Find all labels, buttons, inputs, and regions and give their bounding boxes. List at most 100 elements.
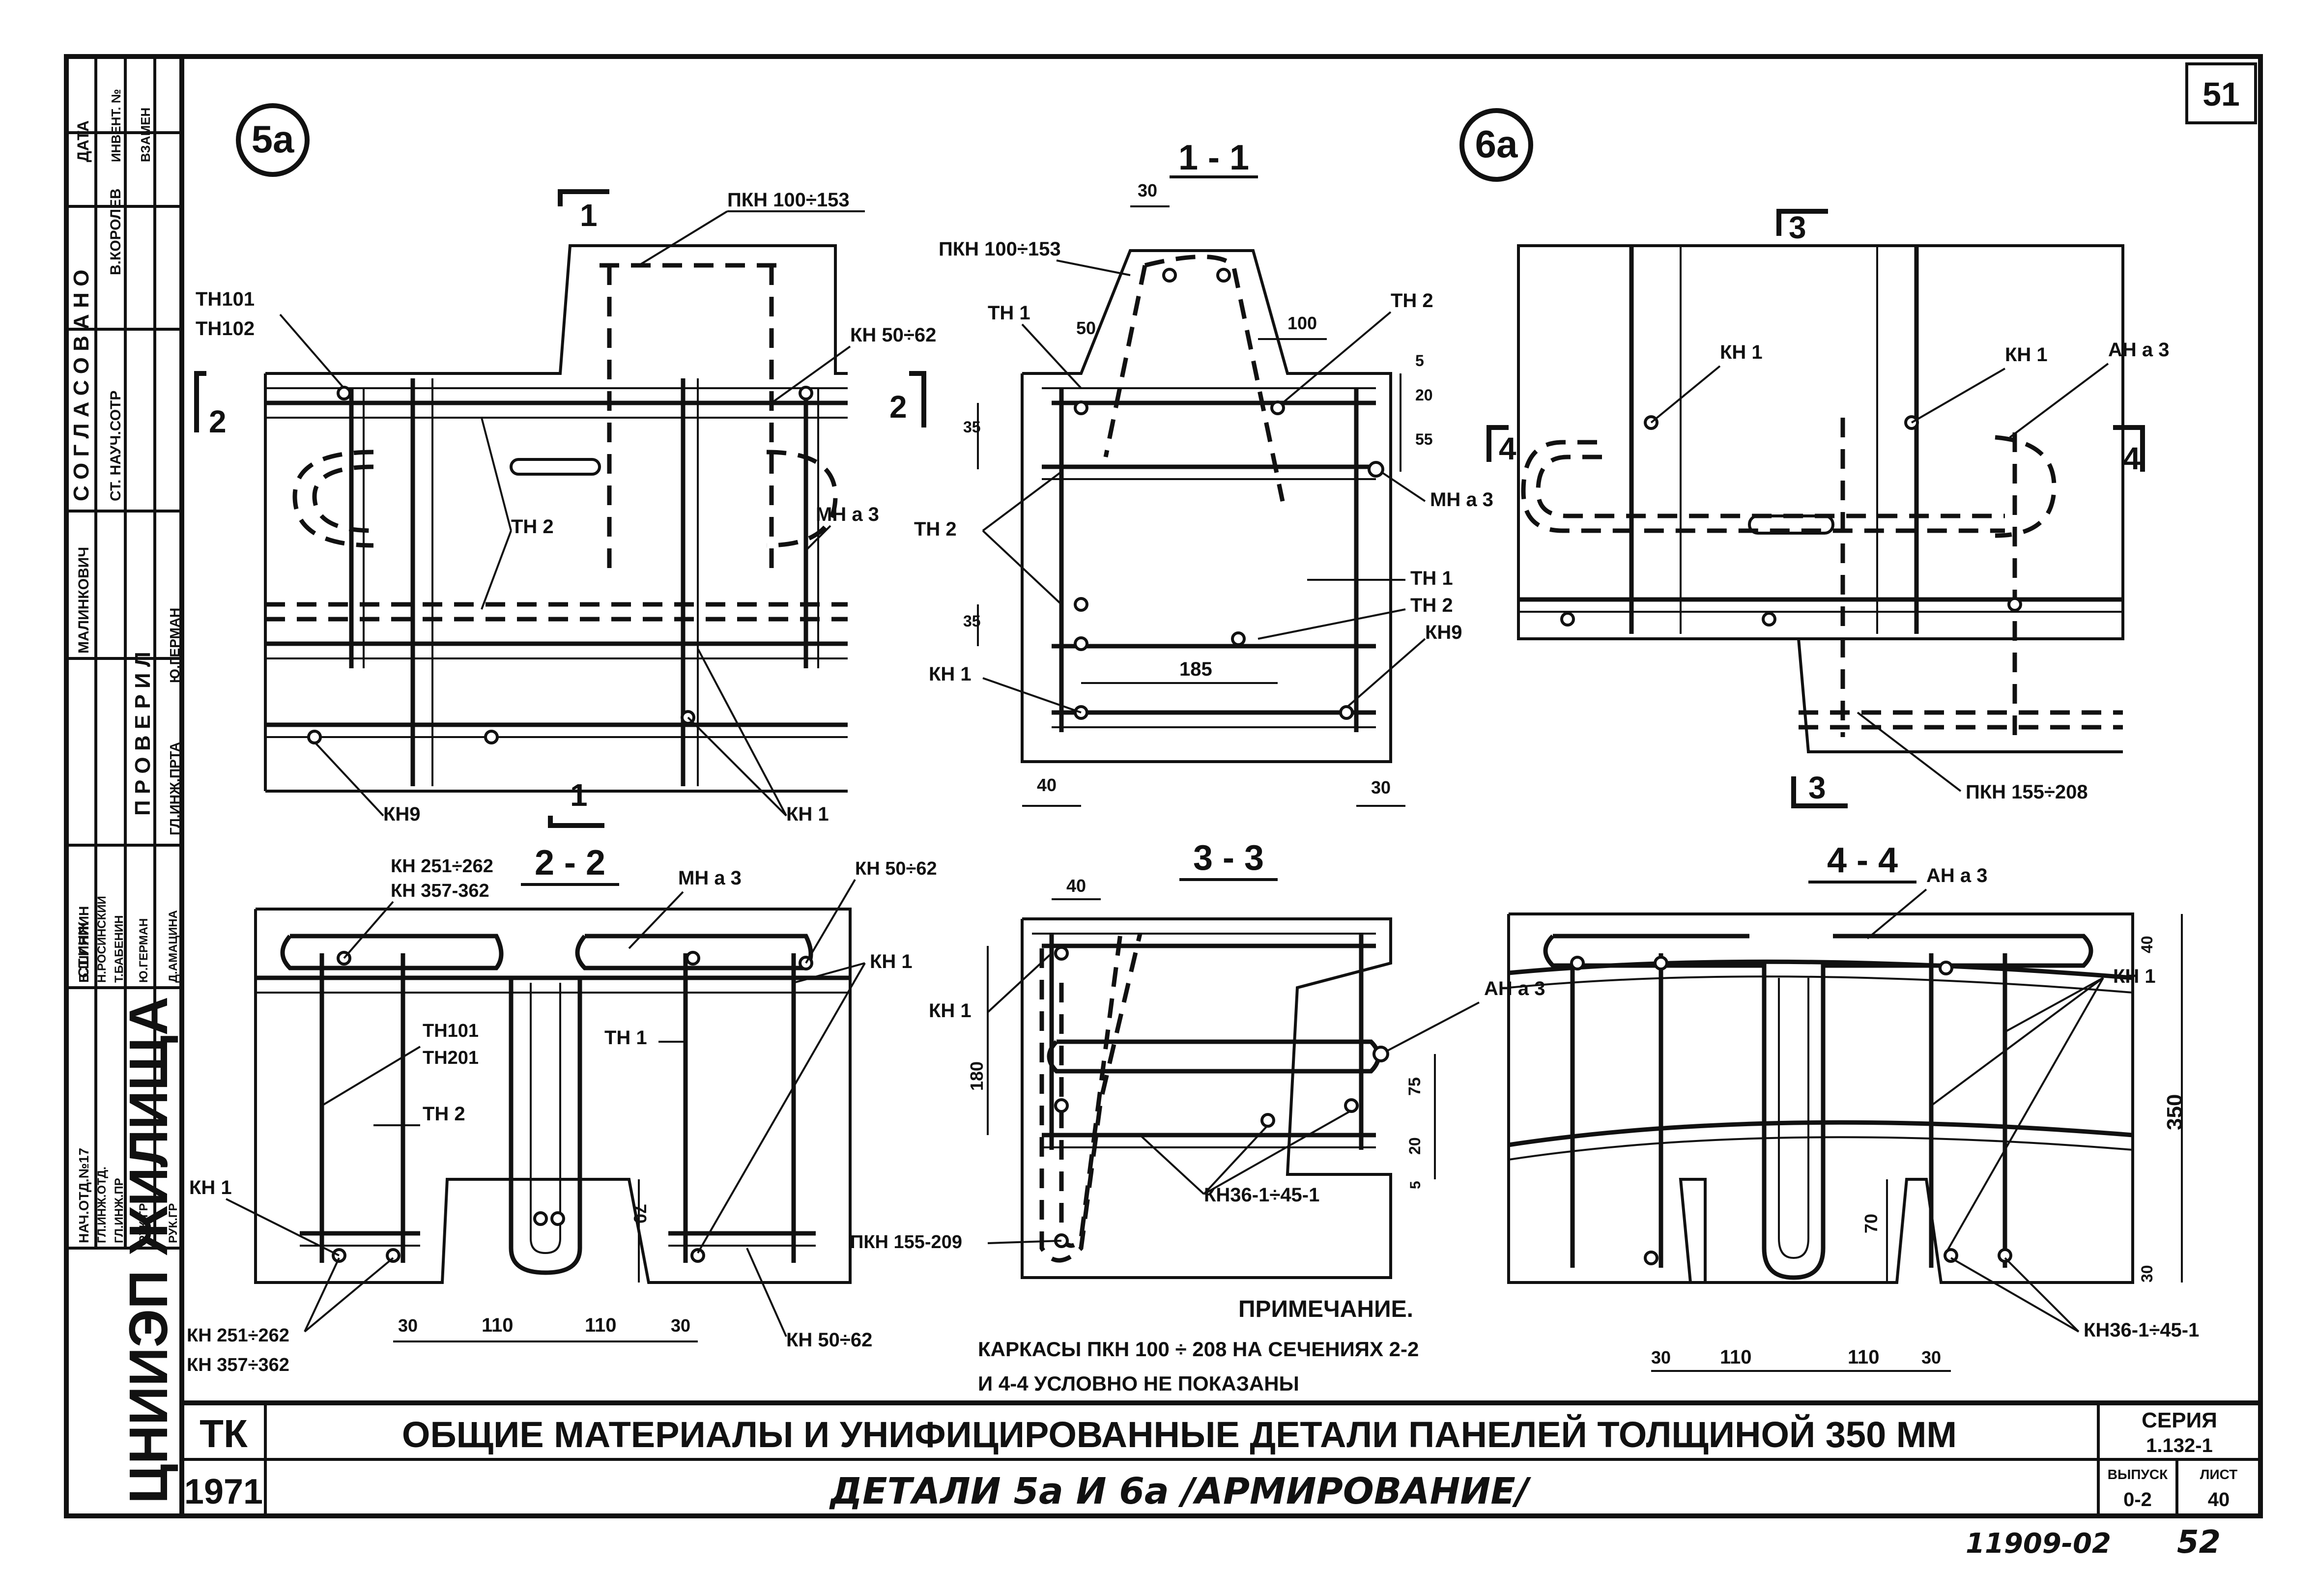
stamp-staff-2-role: ГЛ.ИНЖ.ПР	[113, 1178, 126, 1243]
note-line1: КАРКАСЫ ПКН 100 ÷ 208 НА СЕЧЕНИЯХ 2-2	[978, 1338, 1419, 1361]
title-main: ОБЩИЕ МАТЕРИАЛЫ И УНИФИЦИРОВАННЫЕ ДЕТАЛИ…	[402, 1414, 1957, 1455]
archive-number: 11909-02	[1966, 1528, 2111, 1560]
stamp-staff-4-name: Д.АМАЦИНА	[167, 910, 180, 983]
label-ana3-44: АН а 3	[1926, 865, 1988, 886]
label-th2-11-right: ТН 2	[1410, 595, 1453, 616]
note-line2: И 4-4 УСЛОВНО НЕ ПОКАЗАНЫ	[978, 1372, 1299, 1395]
sheet-number: 51	[2202, 76, 2240, 113]
dim-4-4-350: 350	[2163, 1094, 2187, 1130]
label-th101: ТН101	[196, 288, 255, 310]
dim-2-2-110a: 110	[482, 1314, 514, 1336]
list-label: ЛИСТ	[2200, 1467, 2237, 1482]
stamp-staff-4-role: РУК.ГР	[167, 1203, 180, 1243]
detail-mark-6a	[1459, 108, 1533, 182]
cut-4-left: 4	[1499, 431, 1516, 466]
label-kn1-22-left: КН 1	[189, 1177, 232, 1198]
label-th2-11-left: ТН 2	[914, 518, 957, 540]
label-pkn155-208: ПКН 155÷208	[1966, 781, 2088, 803]
label-kn1-33: КН 1	[929, 1000, 972, 1022]
label-pkn155-209: ПКН 155-209	[850, 1232, 962, 1253]
dim-1-1-40: 40	[1037, 775, 1057, 795]
cut-3-bottom: 3	[1808, 770, 1826, 805]
label-kn1-22-right: КН 1	[870, 951, 913, 972]
stamp-organization: ЦНИИЭП ЖИЛИЩА	[118, 997, 179, 1504]
section-3-3: 3 - 3 40 180 75 20 5 КН 1 АН а 3 КН36-1÷…	[850, 838, 1545, 1279]
stamp-staff-0-name: Б.ШЛЯПИН	[76, 906, 91, 983]
label-th1-22: ТН 1	[604, 1027, 647, 1049]
stamp-staff-3-role: РУК.ГР	[137, 1203, 150, 1243]
stamp-staff-5-role: СТ.ИНЖ	[76, 921, 92, 978]
dim-1-1-30: 30	[1138, 180, 1157, 200]
detail-6a-plan: 3 3 4 4 КН 1 КН 1 АН а 3 ПКН 155÷208	[1487, 209, 2170, 808]
label-kn1-44: КН 1	[2113, 966, 2156, 987]
sheet-frame	[64, 54, 2263, 1518]
detail-5a-plan: 1 1 2 2 ПКН 100÷153 ТН101 ТН102 КН 50÷62…	[194, 189, 936, 828]
dim-2-2-30b: 30	[671, 1315, 690, 1336]
vypusk-value: 0-2	[2123, 1489, 2152, 1510]
list-value: 40	[2208, 1489, 2230, 1510]
note-block: ПРИМЕЧАНИЕ. КАРКАСЫ ПКН 100 ÷ 208 НА СЕЧ…	[978, 1296, 1419, 1395]
dim-3-3-180: 180	[967, 1061, 987, 1091]
label-kn357-362-bottom: КН 357÷362	[187, 1355, 289, 1375]
stamp-staff-3-name: Ю.ГЕРМАН	[137, 918, 150, 983]
detail-mark-6a-text: 6a	[1475, 122, 1518, 166]
title-sub: ДЕТАЛИ 5а И 6а /АРМИРОВАНИЕ/	[829, 1470, 1532, 1512]
label-kn1-6a-right: КН 1	[2005, 344, 2048, 366]
dim-1-1-50: 50	[1076, 318, 1096, 338]
stamp-proveril: П Р О В Е Р И Л	[131, 652, 155, 816]
dim-3-3-20: 20	[1406, 1137, 1424, 1155]
label-mna3-22: МН а 3	[678, 867, 742, 889]
series-value: 1.132-1	[2146, 1435, 2213, 1456]
sheet-number-box	[2185, 62, 2257, 124]
stamp-staff-1-role: ГЛ.ИНЖ.ОТД.	[95, 1167, 109, 1243]
dim-2-2-30a: 30	[398, 1315, 418, 1336]
dim-3-3-40: 40	[1066, 876, 1086, 896]
dim-4-4-110a: 110	[1720, 1346, 1752, 1368]
detail-mark-5a-text: 5a	[252, 117, 294, 161]
label-mna3-5a: МН а 3	[816, 504, 879, 525]
dim-4-4-40: 40	[2138, 936, 2156, 953]
label-kn9-5a: КН9	[383, 803, 421, 825]
section-1-1-title: 1 - 1	[1178, 138, 1249, 177]
label-kn1-11: КН 1	[929, 663, 972, 685]
label-kn50-62-5a: КН 50÷62	[850, 324, 936, 346]
label-kn9-11: КН9	[1425, 622, 1462, 643]
label-kn36-45-33: КН36-1÷45-1	[1204, 1184, 1319, 1206]
label-kn251-262-bottom: КН 251÷262	[187, 1325, 289, 1346]
dim-2-2-70: 70	[630, 1204, 650, 1224]
dim-4-4-30b: 30	[1921, 1347, 1941, 1368]
stamp-column: С О Г Л А С О В А Н О ДАТА СТ. НАУЧ.СОТР…	[66, 57, 182, 1504]
stamp-soglasovano: С О Г Л А С О В А Н О	[69, 270, 93, 501]
dim-1-1-185: 185	[1179, 658, 1212, 680]
stamp-proveril-name1: МАЛИНКОВИЧ	[76, 547, 92, 654]
dim-3-3-5: 5	[1407, 1181, 1424, 1189]
label-th2-11-top: ТН 2	[1391, 290, 1433, 312]
dim-1-1-100: 100	[1287, 313, 1317, 333]
cut-2-left: 2	[209, 404, 227, 439]
stamp-staff-1-name: Н.РОСИНСКИЙ	[95, 896, 109, 983]
stamp-date-header: ДАТА	[74, 120, 92, 162]
stamp-proveril-name2: Ю.ГЕРМАН	[167, 608, 182, 683]
section-4-4: 4 - 4 40 350 30 70 30 110 110 30 АН а 3	[1507, 841, 2199, 1372]
label-kn36-45-44: КН36-1÷45-1	[2084, 1319, 2199, 1341]
cut-3-top: 3	[1789, 210, 1806, 245]
note-title: ПРИМЕЧАНИЕ.	[1238, 1296, 1413, 1322]
section-1-1: 1 - 1 30 50 100 5 20 55 35 35	[914, 138, 1493, 807]
dim-2-2-110b: 110	[585, 1314, 617, 1336]
label-th2-5a: ТН 2	[511, 516, 554, 538]
label-ana3-33: АН а 3	[1484, 978, 1545, 999]
label-th101-22: ТН101	[423, 1021, 479, 1041]
cut-4-right: 4	[2123, 441, 2141, 476]
dim-1-1-55: 55	[1415, 430, 1433, 448]
dim-3-3-75: 75	[1405, 1077, 1424, 1096]
dim-4-4-30a: 30	[1651, 1347, 1671, 1368]
stamp-role-sogl: СТ. НАУЧ.СОТР	[108, 391, 124, 501]
label-th2-22: ТН 2	[423, 1103, 465, 1125]
dim-1-1-30b: 30	[1371, 777, 1391, 798]
cut-1-top: 1	[580, 198, 598, 233]
dim-1-1-5: 5	[1415, 352, 1424, 370]
label-ana3-6a: АН а 3	[2108, 339, 2170, 361]
title-year: 1971	[184, 1472, 263, 1511]
label-th1-11: ТН 1	[988, 302, 1030, 324]
